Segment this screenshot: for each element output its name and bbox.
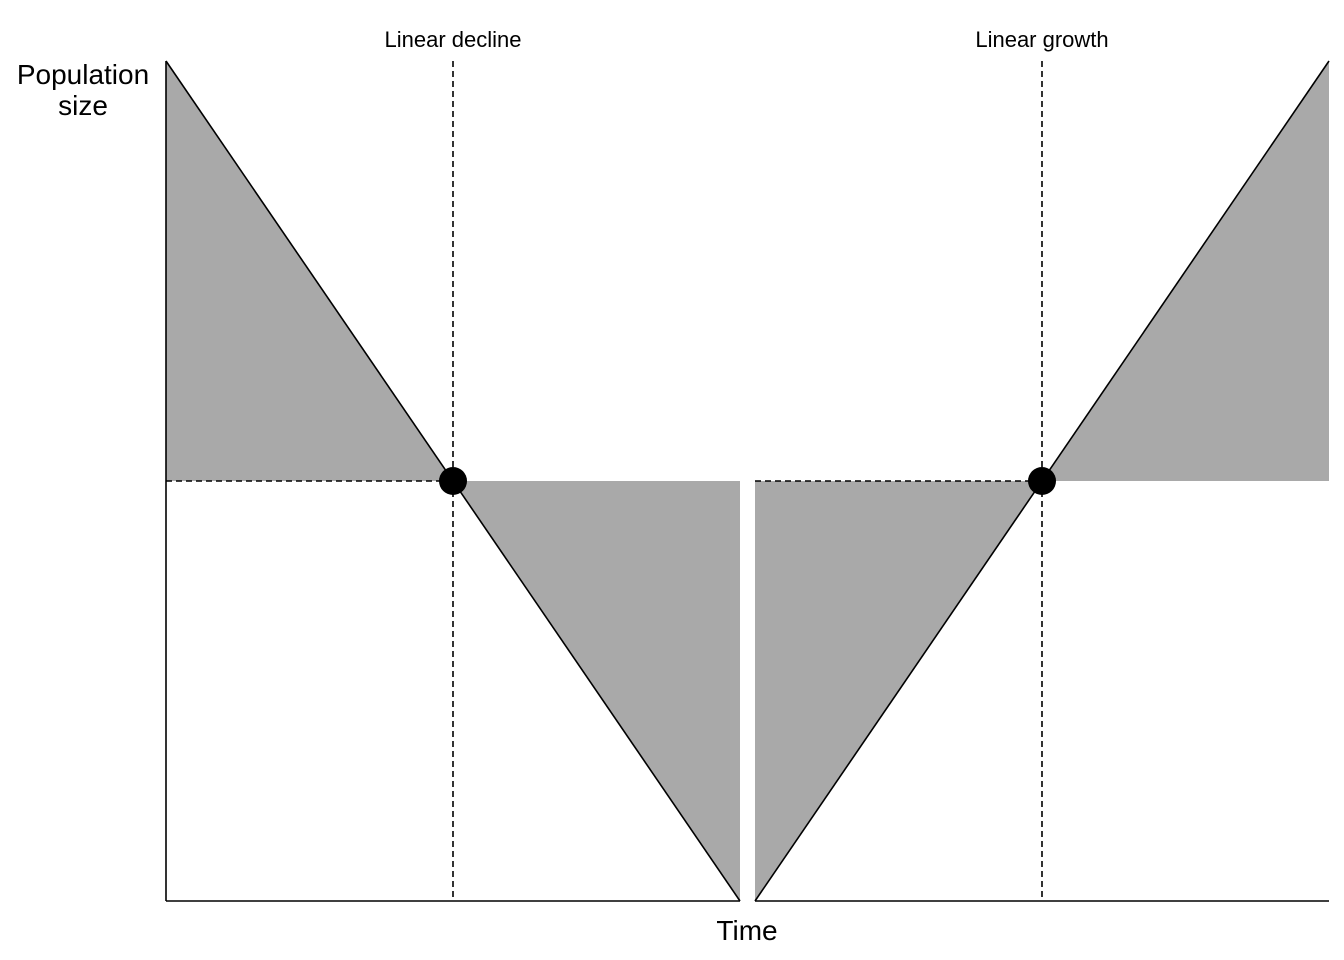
x-axis-label: Time bbox=[716, 915, 777, 946]
linear-growth-reference-point bbox=[1028, 467, 1056, 495]
linear-growth-panel-title: Linear growth bbox=[975, 27, 1108, 52]
linear-decline-panel-title: Linear decline bbox=[385, 27, 522, 52]
panel-linear-decline: Linear decline bbox=[165, 27, 741, 902]
y-axis-label-line-1: Population bbox=[17, 59, 149, 90]
panel-linear-growth: Linear growth bbox=[754, 27, 1330, 902]
y-axis-label-line-2: size bbox=[58, 90, 108, 121]
linear-decline-reference-point bbox=[439, 467, 467, 495]
